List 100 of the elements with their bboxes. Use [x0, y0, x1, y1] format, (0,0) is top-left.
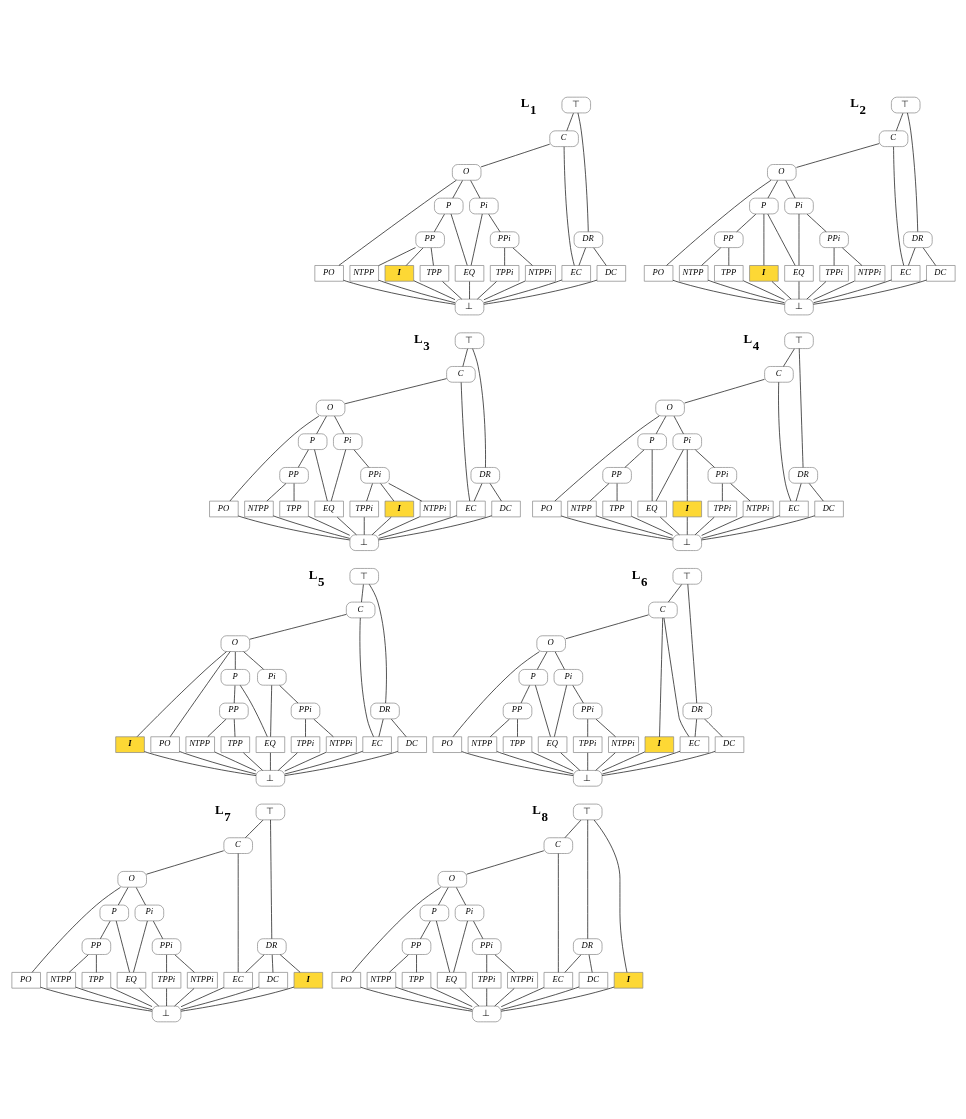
connector	[271, 954, 273, 973]
connector	[742, 280, 785, 300]
node-box: NTPP	[243, 500, 274, 518]
connector	[441, 281, 462, 300]
connector	[578, 247, 586, 266]
connector	[342, 279, 455, 305]
node-box: NTPPi	[506, 972, 538, 989]
connector	[592, 247, 607, 266]
node-box: EQ	[783, 265, 814, 282]
connector	[338, 179, 457, 266]
node-box: P	[297, 433, 327, 450]
node-box: NTPPi	[742, 500, 774, 518]
node-box: ⊤	[672, 568, 702, 585]
connector	[512, 247, 533, 266]
node-box: PP	[81, 938, 111, 955]
connector	[701, 515, 780, 539]
connector	[248, 614, 347, 640]
node-box: Pi	[783, 197, 814, 215]
connector	[495, 751, 574, 775]
connector	[284, 750, 363, 775]
node-box: I	[672, 500, 702, 518]
connector	[480, 143, 550, 168]
connector	[892, 146, 904, 266]
node-box: ⊥	[572, 770, 602, 787]
node-box: I	[293, 972, 323, 989]
node-box: ⊥	[255, 770, 285, 787]
connector	[534, 685, 551, 737]
connector	[405, 247, 423, 266]
connector	[279, 954, 300, 973]
connector	[767, 180, 778, 199]
node-box: DR	[369, 702, 400, 720]
node-box: TPP	[220, 736, 250, 753]
connector	[360, 584, 364, 603]
connector	[563, 146, 575, 266]
connector	[520, 685, 530, 704]
node-box: ⊤	[783, 332, 814, 349]
node-box: PO	[432, 736, 462, 753]
node-box: TPPi	[349, 500, 379, 518]
connector	[136, 651, 227, 737]
node-box: EC	[455, 500, 486, 518]
connector	[344, 378, 447, 405]
node-box: DC	[596, 265, 626, 282]
connector	[368, 584, 387, 704]
connector	[458, 988, 479, 1007]
node-box: NTPPi	[854, 265, 885, 282]
connector	[483, 280, 525, 301]
connector	[244, 819, 263, 839]
node-box: C	[878, 130, 908, 147]
connector	[531, 751, 574, 772]
node-box: C	[647, 601, 678, 619]
node-box: TPPi	[572, 736, 602, 753]
connector	[435, 920, 450, 973]
connector	[242, 651, 264, 670]
node-box: PP	[601, 467, 632, 484]
connector	[365, 483, 373, 502]
connector	[595, 718, 616, 738]
connector	[771, 281, 791, 300]
node-box: NTPP	[366, 972, 396, 989]
node-box: EQ	[255, 736, 285, 753]
connector	[213, 751, 256, 772]
connector	[472, 920, 483, 940]
node-box: Pi	[553, 669, 583, 686]
connector	[630, 516, 673, 536]
node-box: O	[451, 164, 481, 181]
connector	[483, 279, 562, 304]
node-box: EC	[778, 500, 809, 518]
connector	[586, 819, 588, 940]
node-box: DR	[573, 231, 603, 248]
node-box: PPi	[572, 702, 602, 720]
node-box: PPi	[818, 231, 849, 248]
connector	[233, 718, 235, 738]
node-box: C	[548, 130, 579, 147]
connector	[351, 887, 441, 973]
connector	[564, 819, 581, 839]
connector	[278, 685, 298, 704]
node-box: TPP	[601, 500, 632, 518]
node-box: NTPPi	[524, 265, 556, 282]
node-box: P	[419, 904, 449, 922]
node-box: ⊥	[471, 1005, 501, 1023]
connector	[180, 986, 259, 1010]
connector	[766, 213, 795, 266]
node-box: EC	[890, 265, 920, 282]
node-box: DC	[813, 500, 844, 518]
node-box: TPPi	[818, 265, 849, 282]
connector	[377, 516, 420, 536]
connector	[798, 348, 803, 468]
connector	[460, 382, 470, 502]
node-box: P	[99, 904, 129, 922]
node-box: ⊤	[454, 332, 484, 349]
node-box: PO	[149, 736, 180, 753]
connector	[729, 483, 750, 502]
connector	[180, 986, 294, 1012]
node-box: ⊥	[151, 1005, 181, 1023]
node-box: Pi	[134, 904, 164, 922]
connector	[565, 112, 574, 132]
node-box: NTPP	[46, 972, 76, 989]
connector	[895, 112, 903, 132]
node-box: P	[748, 197, 779, 215]
connector	[841, 247, 862, 266]
node-box: PO	[643, 265, 673, 282]
